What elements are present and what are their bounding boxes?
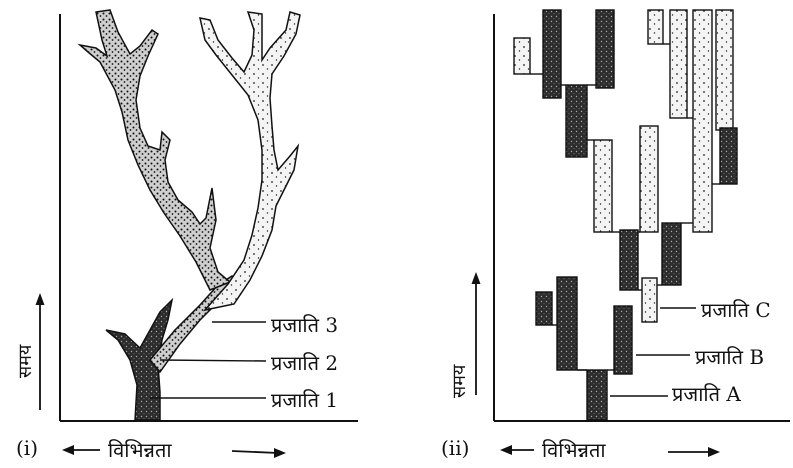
panel-i-label-species-1: प्रजाति 1 [271,386,338,413]
bar-mid-light-1 [594,140,612,232]
bar-mid-light-2 [640,126,658,232]
panel-ii-y-axis-label: समय [447,365,471,398]
panel-ii-right-arrowhead [708,447,720,457]
panel-i-time-arrowhead [36,293,45,305]
bar-top-dark-1 [543,10,561,98]
panel-i-right-arrowhead [274,448,286,458]
bar-b-tall [557,277,577,370]
bar-top-dark-2 [596,10,614,88]
panel-i-left-arrowhead [62,445,74,455]
bar-top-right-4 [716,10,733,130]
panel-ii-caption: (ii) [441,436,469,460]
bar-b-left-short [536,292,552,325]
bar-species-C [642,278,657,322]
bar-mid-dark [566,85,587,157]
panel-i-y-axis-label: समय [13,345,37,378]
panel-ii-label-species-C: प्रजाति C [701,296,771,323]
bar-top-left-light [514,38,530,74]
bar-top-right-2 [670,10,687,118]
panel-i-pointer-2 [160,360,266,361]
species-3-left-branch [80,10,230,290]
bar-species-A [587,370,607,420]
panel-ii-x-axis-label: विभिन्नता [542,436,606,463]
panel-i-right-arrow [232,451,278,453]
panel-i-caption: (i) [16,436,38,460]
panel-i-label-species-3: प्रजाति 3 [271,311,338,338]
panel-i-x-axis-label: विभिन्नता [108,436,172,463]
panel-ii-label-species-A: प्रजाति A [672,380,741,407]
bar-top-right-1 [648,10,663,44]
bar-top-right-3 [693,10,712,232]
bar-c-left [620,230,638,290]
panel-ii-left-arrowhead [500,445,512,455]
panel-i-label-species-2: प्रजाति 2 [271,349,338,376]
bar-right-dark [720,128,737,184]
panel-ii-label-species-B: प्रजाति B [695,343,764,370]
bar-c-right [662,223,681,285]
panel-ii [472,10,791,457]
panel-ii-time-arrowhead [472,272,481,284]
bar-species-B [614,306,632,374]
